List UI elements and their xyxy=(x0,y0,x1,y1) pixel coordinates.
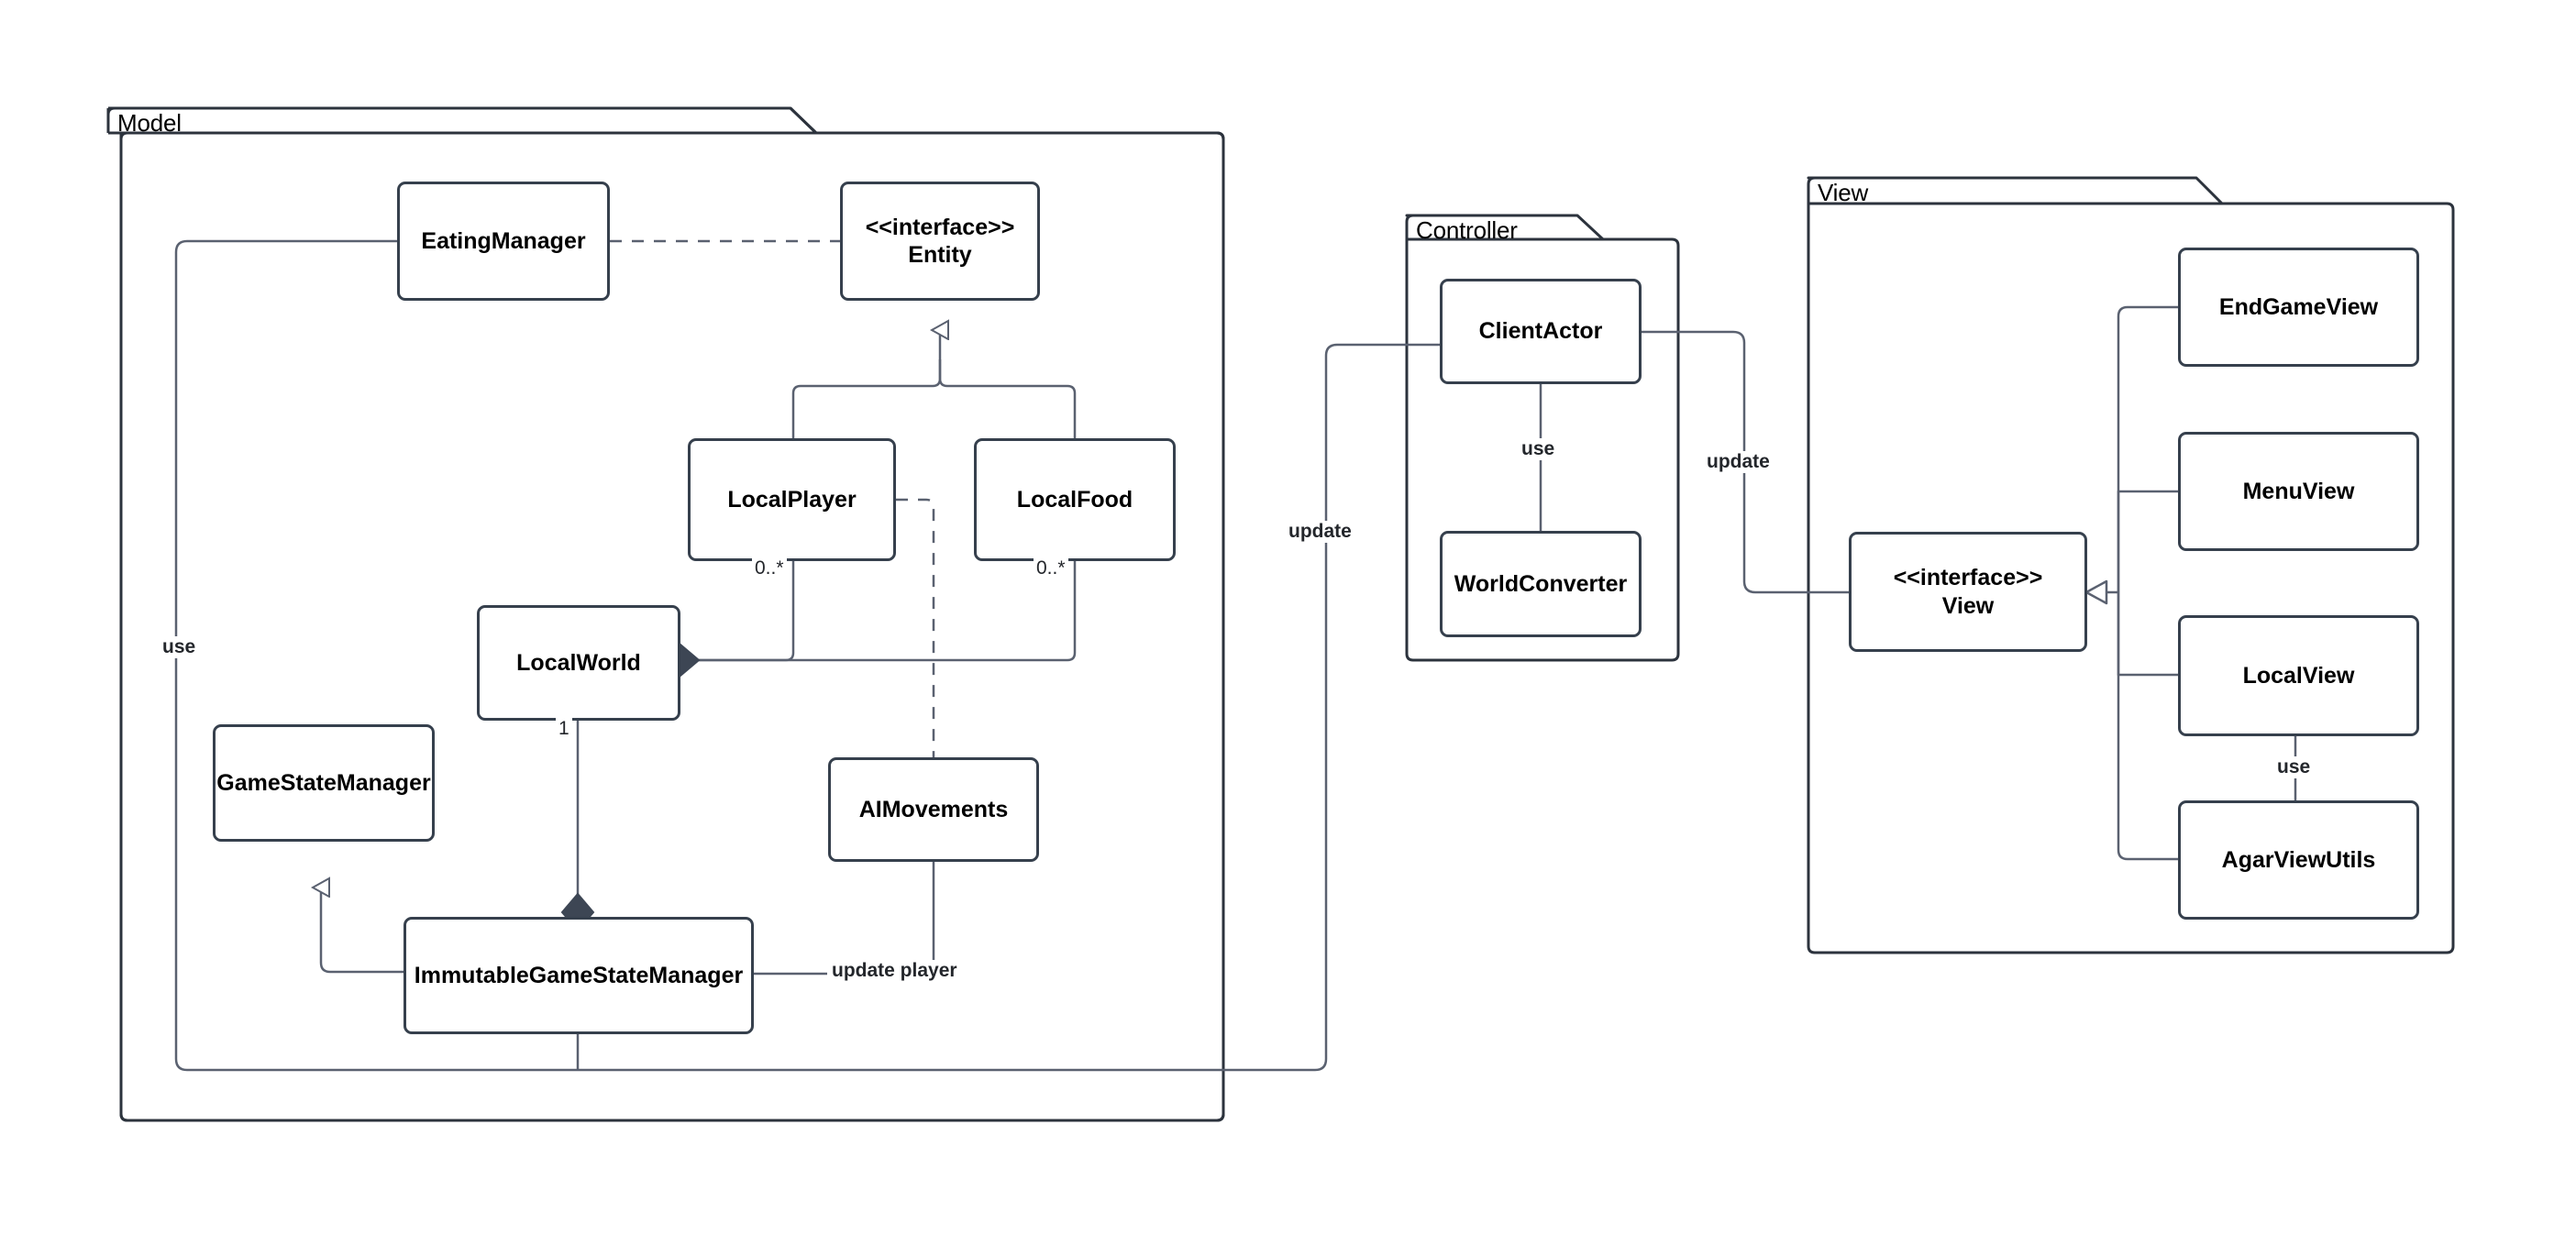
class-box-immutable-game-state-manager[interactable]: ImmutableGameStateManager xyxy=(404,917,754,1034)
class-box-local-world[interactable]: LocalWorld xyxy=(477,605,680,721)
class-name-local-world: LocalWorld xyxy=(516,649,641,676)
class-box-ai-movements[interactable]: AIMovements xyxy=(828,757,1039,862)
edge-localplayer-aimovements xyxy=(896,498,935,757)
edge-label-use-controller: use xyxy=(1517,438,1560,460)
edge-menuview-view xyxy=(2117,490,2178,592)
class-stereotype-entity: <<interface>> xyxy=(865,214,1015,240)
class-name-immutable-game-state-manager: ImmutableGameStateManager xyxy=(414,962,744,988)
class-stereotype-view: <<interface>> xyxy=(1893,565,2043,590)
class-box-local-food[interactable]: LocalFood xyxy=(974,438,1176,561)
edge-localplayer-entity xyxy=(791,359,942,438)
class-box-local-view[interactable]: LocalView xyxy=(2178,615,2419,736)
edge-label-update-player: update player xyxy=(827,960,962,982)
multiplicity-local-food: 0..* xyxy=(1034,557,1068,579)
edge-label-use-view: use xyxy=(2272,756,2316,778)
class-box-game-state-manager[interactable]: GameStateManager xyxy=(213,724,435,842)
edge-immutablegsm-gamestatemanager xyxy=(321,888,404,974)
inheritance-arrow-view xyxy=(2084,579,2108,605)
package-label-model: Model xyxy=(117,109,182,137)
class-name-local-food: LocalFood xyxy=(1016,486,1133,513)
edge-label-update-model-controller: update xyxy=(1284,521,1356,543)
class-box-menu-view[interactable]: MenuView xyxy=(2178,432,2419,551)
class-name-local-view: LocalView xyxy=(2242,662,2355,689)
edge-localview-view xyxy=(2117,592,2178,677)
class-name-eating-manager: EatingManager xyxy=(421,227,586,254)
multiplicity-local-player: 0..* xyxy=(752,557,787,579)
edge-label-update-controller-view: update xyxy=(1702,451,1774,473)
class-name-client-actor: ClientActor xyxy=(1478,318,1603,345)
class-name-menu-view: MenuView xyxy=(2242,478,2355,504)
class-name-agar-view-utils: AgarViewUtils xyxy=(2221,846,2376,873)
edge-agarviewutils-view xyxy=(2117,592,2178,861)
class-name-view: View xyxy=(1941,592,1995,619)
edge-eatingmanager-use-rail xyxy=(174,239,397,1072)
class-box-local-player[interactable]: LocalPlayer xyxy=(688,438,896,561)
class-name-game-state-manager: GameStateManager xyxy=(216,769,431,796)
class-box-entity[interactable]: <<interface>> Entity xyxy=(840,182,1040,301)
class-box-end-game-view[interactable]: EndGameView xyxy=(2178,248,2419,367)
edge-localfood-entity xyxy=(938,359,1077,438)
class-name-entity: Entity xyxy=(908,242,972,268)
class-name-local-player: LocalPlayer xyxy=(727,486,857,513)
class-name-end-game-view: EndGameView xyxy=(2218,293,2379,320)
edge-aimovements-immutablegsm xyxy=(754,862,935,976)
package-label-controller: Controller xyxy=(1416,216,1518,244)
package-label-view: View xyxy=(1818,179,1869,206)
class-box-world-converter[interactable]: WorldConverter xyxy=(1440,531,1642,637)
edge-label-use-model: use xyxy=(158,636,201,658)
class-box-agar-view-utils[interactable]: AgarViewUtils xyxy=(2178,800,2419,920)
class-name-world-converter: WorldConverter xyxy=(1454,570,1628,597)
class-box-client-actor[interactable]: ClientActor xyxy=(1440,279,1642,384)
edge-endgameview-view xyxy=(2117,305,2178,592)
multiplicity-local-world: 1 xyxy=(556,718,572,740)
class-name-ai-movements: AIMovements xyxy=(858,796,1009,822)
class-box-view-interface[interactable]: <<interface>> View xyxy=(1849,532,2087,652)
class-box-eating-manager[interactable]: EatingManager xyxy=(397,182,610,301)
